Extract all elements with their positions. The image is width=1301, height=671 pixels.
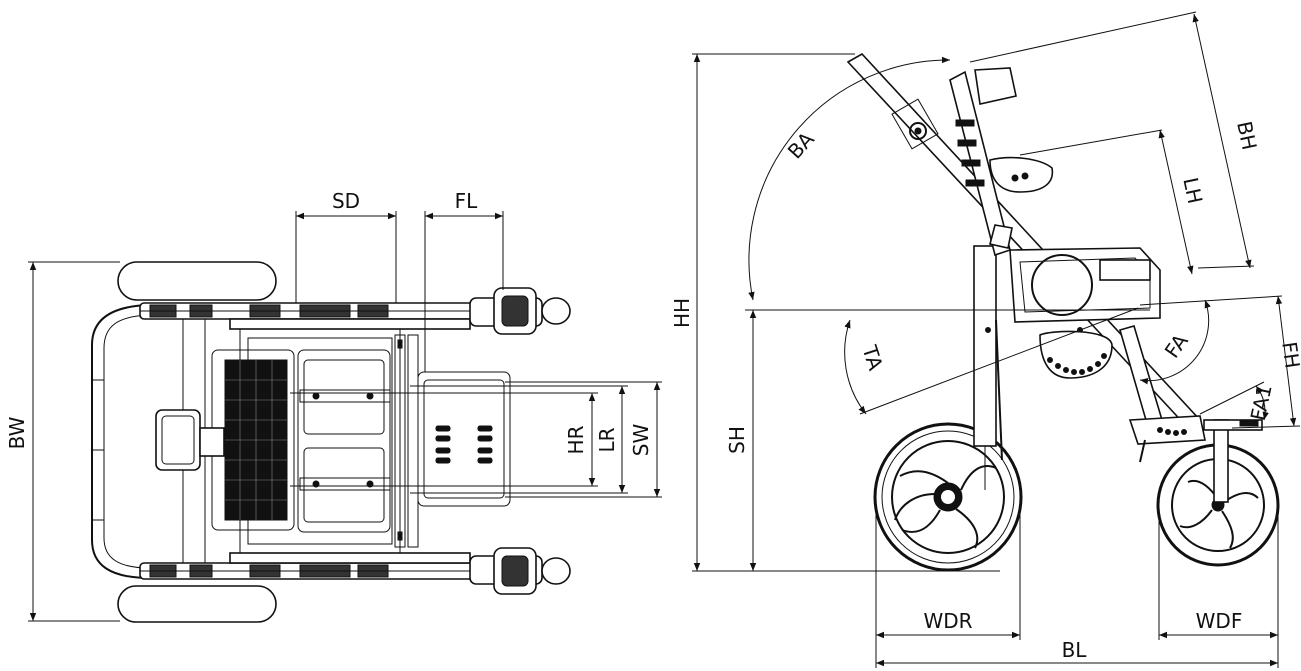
headrest-top — [155, 409, 201, 471]
dimension-fa1: FA1 — [1199, 381, 1277, 423]
label-ta: TA — [857, 342, 888, 374]
dimension-sw: SW — [505, 381, 662, 498]
label-fa: FA — [1160, 329, 1193, 362]
label-sh: SH — [725, 426, 749, 454]
dimension-sd: SD — [295, 189, 397, 303]
dimension-hh: HH — [670, 53, 1000, 572]
dimension-sh: SH — [725, 309, 1150, 571]
front-caster-bottom — [469, 547, 571, 595]
label-ba: BA — [783, 127, 819, 164]
rear-wheel-top — [117, 261, 277, 301]
dimension-bl: BL — [876, 638, 1278, 667]
side-frame-bottom — [139, 552, 481, 580]
dimension-hr: HR — [290, 392, 598, 487]
side-view: HH SH BA BH LH TA — [670, 11, 1301, 668]
rear-wheel-side — [873, 422, 1023, 572]
label-wdr: WDR — [923, 609, 972, 633]
dimension-wdr: WDR — [875, 500, 1021, 668]
dimension-ba: BA — [748, 56, 951, 301]
top-view: SD FL BW HR LR — [5, 189, 662, 623]
dimension-wdf: WDF — [1158, 505, 1279, 668]
label-fh: FH — [1277, 340, 1301, 370]
push-handle — [91, 304, 151, 579]
leg-rest-side — [1119, 325, 1206, 463]
label-sw: SW — [629, 424, 653, 457]
frame-column — [973, 245, 997, 447]
front-wheel-side — [1156, 419, 1280, 567]
label-bw: BW — [5, 416, 29, 449]
dimension-fl: FL — [424, 189, 504, 372]
seat-plate — [297, 349, 391, 533]
dimension-lh: LH — [1019, 129, 1207, 275]
footplate — [417, 371, 511, 507]
label-hh: HH — [670, 298, 694, 328]
dimension-bw: BW — [5, 261, 120, 622]
dimension-fh: FH — [1139, 295, 1301, 429]
label-hr: HR — [564, 425, 588, 454]
label-wdf: WDF — [1196, 609, 1243, 633]
dimension-lr: LR — [410, 385, 628, 494]
label-bl: BL — [1062, 638, 1088, 662]
label-lh: LH — [1178, 175, 1207, 206]
rear-wheel-bottom — [117, 585, 277, 623]
label-lr: LR — [595, 427, 619, 452]
front-caster-top — [469, 287, 571, 335]
label-fl: FL — [455, 189, 479, 213]
label-bh: BH — [1232, 119, 1261, 152]
label-sd: SD — [332, 189, 360, 213]
side-frame-top — [139, 302, 481, 330]
dimension-bh: BH — [969, 11, 1262, 269]
